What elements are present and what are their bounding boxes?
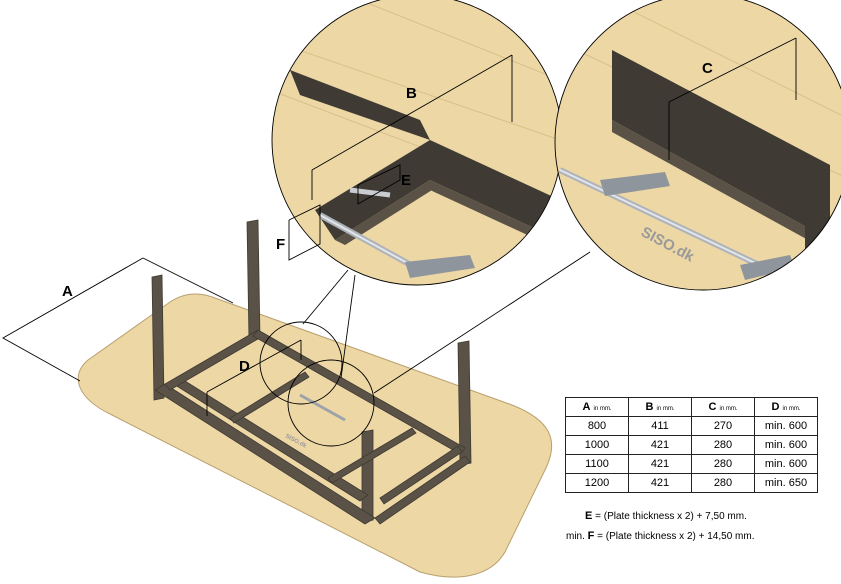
label-e: E [401,172,411,189]
table-cell: 411 [628,416,692,436]
table-header-row: A in mm. B in mm. C in mm. D in mm. [565,397,818,417]
table-cell: 280 [691,435,755,455]
label-c: C [702,60,713,77]
dim-line-e [357,164,401,205]
rail-right [374,455,471,525]
table-frame [151,219,472,525]
table-cell: 800 [565,416,629,436]
header-b: B in mm. [628,397,692,417]
formula-e: E = (Plate thickness x 2) + 7,50 mm. [585,510,747,522]
table-cell: 270 [691,416,755,436]
table-cell: 1200 [565,473,629,493]
leg-right [457,340,472,466]
table-cell: min. 600 [754,435,818,455]
table-cell: 280 [691,454,755,474]
table-cell: 421 [628,454,692,474]
leg-left [151,274,165,401]
dimensions-table: A in mm. B in mm. C in mm. D in mm. 800 … [565,397,818,493]
header-c: C in mm. [691,397,755,417]
detail-marker-right [287,359,375,447]
table-cell: min. 600 [754,454,818,474]
table-cell: 280 [691,473,755,493]
table-top [77,293,553,578]
dimension-lines [2,37,797,416]
header-d: D in mm. [754,397,818,417]
table-row: 800 411 270 min. 600 [565,416,818,436]
table-cell: 421 [628,473,692,493]
table-cell: min. 650 [754,473,818,493]
label-d: D [239,358,250,375]
table-cell: min. 600 [754,416,818,436]
table-row: 1100 421 280 min. 600 [565,454,818,474]
formula-f: min. F = (Plate thickness x 2) + 14,50 m… [566,530,755,542]
table-row: 1000 421 280 min. 600 [565,435,818,455]
detail-view-left [271,0,563,286]
label-a: A [62,283,73,300]
detail-view-right: SISO.dk [554,0,841,291]
table-cell: 421 [628,435,692,455]
label-f: F [276,236,285,253]
dim-line-a [2,257,144,382]
rail-cross-2 [229,371,310,424]
header-a: A in mm. [565,397,629,417]
rail-top [252,329,466,455]
support-rod [299,393,346,422]
dim-line-f [288,204,321,261]
leg-back-left [246,219,261,341]
table-row: 1200 421 280 min. 650 [565,473,818,493]
label-b: B [406,85,417,102]
table-cell: 1100 [565,454,629,474]
rail-cross [327,427,417,484]
leg-front [361,429,374,523]
table-cell: 1000 [565,435,629,455]
rail-inner-front [379,445,463,505]
